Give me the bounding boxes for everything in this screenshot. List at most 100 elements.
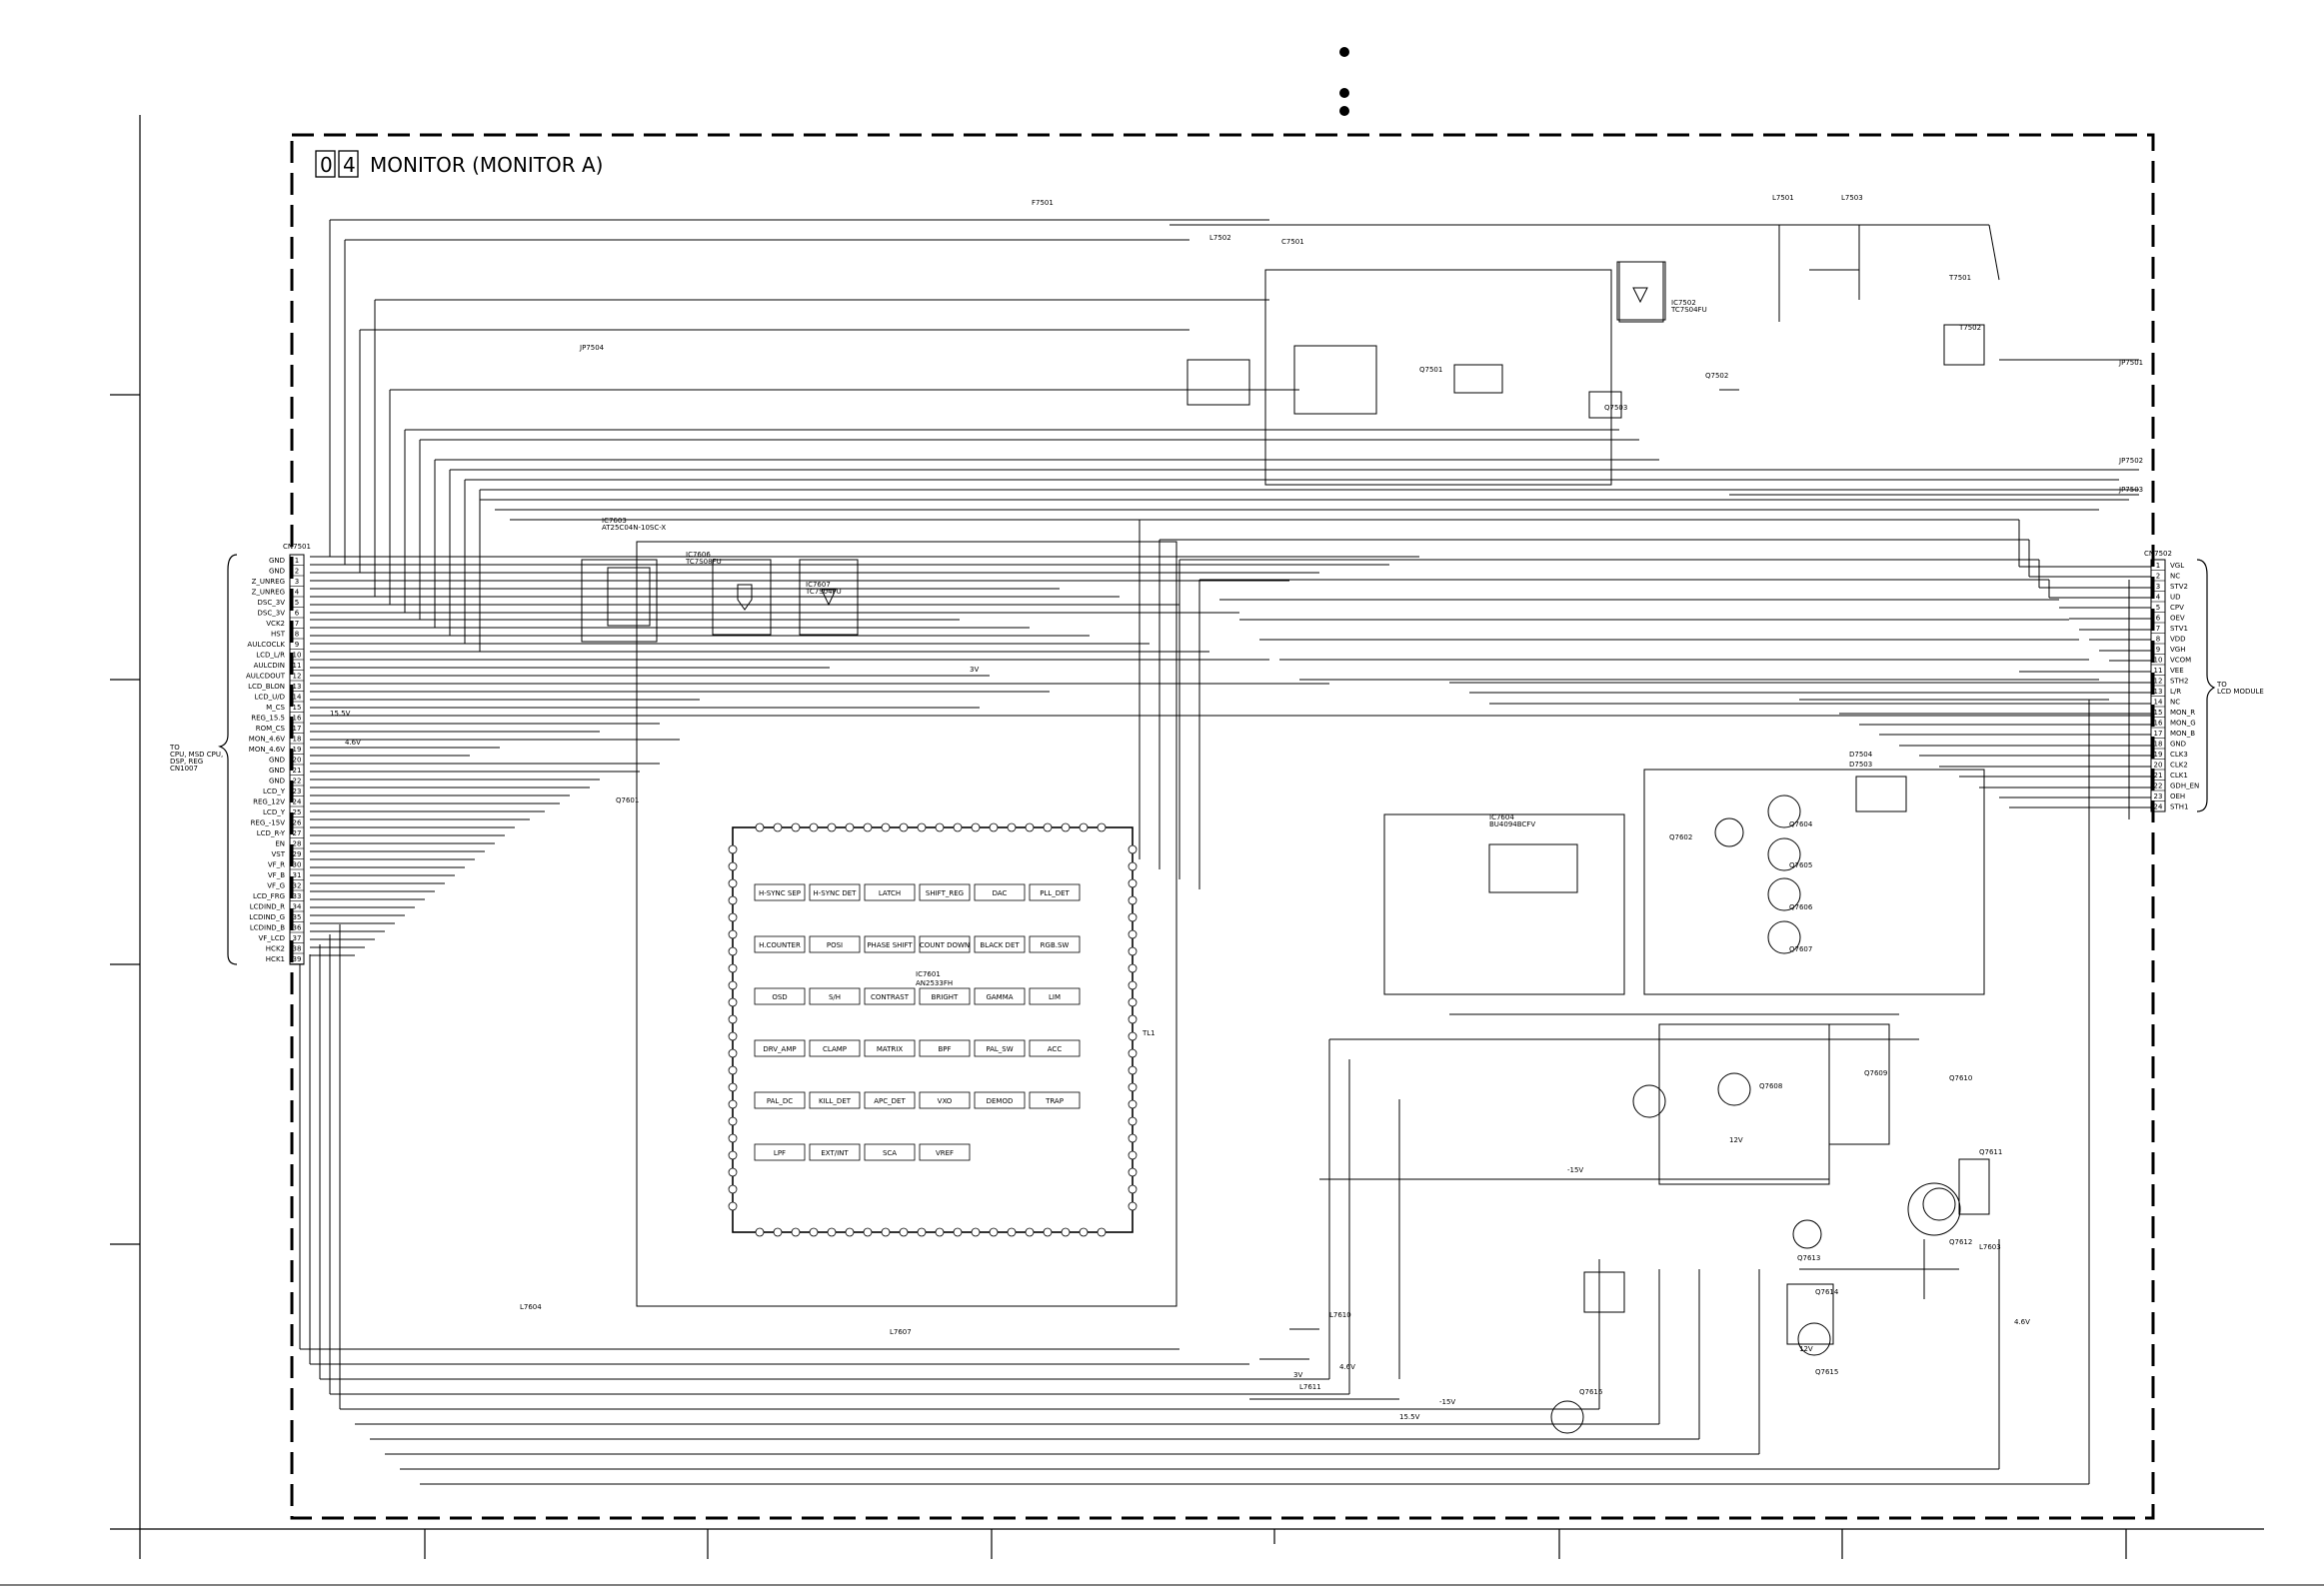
- board-outline: [290, 133, 2155, 1520]
- ic-block: DRV_AMP: [754, 1039, 806, 1057]
- right-destination-2: LCD MODULE: [2217, 688, 2264, 696]
- ic-block: H-SYNC SEP: [754, 883, 806, 901]
- pin-label: STH1: [2170, 803, 2188, 811]
- ic-pin: [1128, 963, 1138, 973]
- pin-number: 3: [295, 578, 299, 586]
- pin-number: 16: [293, 715, 302, 723]
- pin-number: 6: [2156, 615, 2161, 623]
- pin-number: 3: [2156, 583, 2160, 591]
- ic-block-label: CONTRAST: [871, 993, 910, 1001]
- left-connector-pin: 3Z_UNREG: [252, 578, 304, 587]
- pin-number: 36: [293, 924, 302, 932]
- ic-pin: [755, 822, 765, 832]
- pin-label: REG_-15V: [251, 819, 286, 827]
- component-label: L7611: [1299, 1383, 1321, 1391]
- ic-block: SHIFT_REG: [919, 883, 971, 901]
- pin-number: 11: [293, 662, 302, 670]
- pin-number: 14: [2154, 699, 2163, 707]
- ic-pin: [773, 1227, 783, 1237]
- main-ic-ref: IC7601: [916, 970, 941, 978]
- component-label: T7502: [1958, 324, 1981, 332]
- component-label: Q7614: [1815, 1288, 1839, 1296]
- pin-number: 10: [2154, 657, 2163, 665]
- rail-label: 12V: [1729, 1136, 1743, 1144]
- ic-block-label: VREF: [936, 1149, 954, 1157]
- ic-block-label: CLAMP: [823, 1045, 847, 1053]
- component-label: C7501: [1281, 238, 1304, 246]
- component-label: Q7607: [1789, 945, 1812, 953]
- pin-label: GND: [2170, 741, 2186, 749]
- ic-pin: [1043, 1227, 1053, 1237]
- page-dots: [1339, 47, 1349, 116]
- pin-number: 4: [295, 589, 300, 597]
- pin-label: CLK3: [2170, 751, 2188, 759]
- lower-wiring: [299, 700, 2090, 1485]
- rail-label: 15.5V: [1399, 1413, 1420, 1421]
- ic-pin: [989, 1227, 999, 1237]
- component-label: Q7608: [1759, 1082, 1782, 1090]
- pin-label: MON_G: [2170, 720, 2196, 728]
- rail-label: 3V: [1293, 1371, 1302, 1379]
- ic-pin: [845, 1227, 855, 1237]
- pin-number: 13: [2154, 688, 2163, 696]
- ic-pin: [1128, 861, 1138, 871]
- lcd-bus: [1139, 519, 2151, 889]
- ic-pin: [1128, 946, 1138, 956]
- ic-block-label: ACC: [1048, 1045, 1063, 1053]
- ic-block: BLACK DET: [974, 935, 1026, 953]
- pin-number: 17: [293, 725, 302, 733]
- ic-block: COUNT DOWN: [919, 935, 971, 953]
- ic-pin: [809, 1227, 819, 1237]
- pin-number: 15: [2154, 709, 2163, 717]
- pin-number: 6: [295, 610, 300, 618]
- ic-block: VREF: [919, 1143, 971, 1161]
- pin-label: VGH: [2170, 646, 2185, 654]
- ic-block: PHASE SHIFT: [864, 935, 916, 953]
- pin-number: 9: [295, 641, 299, 649]
- ic-block-label: TRAP: [1045, 1097, 1064, 1105]
- pin-label: VF_R: [268, 861, 285, 869]
- ic-block-label: PAL_SW: [986, 1045, 1013, 1053]
- ic-pin: [899, 1227, 909, 1237]
- pin-number: 32: [293, 882, 302, 890]
- rail-label: 3V: [970, 666, 979, 674]
- ic-block-label: PAL_DC: [767, 1097, 793, 1105]
- ic-pin: [1007, 1227, 1017, 1237]
- ic-block: MATRIX: [864, 1039, 916, 1057]
- ic-block: GAMMA: [974, 987, 1026, 1005]
- pin-label: VEE: [2170, 667, 2184, 675]
- pin-number: 13: [293, 683, 302, 691]
- ic-pin: [773, 822, 783, 832]
- pin-label: STH2: [2170, 678, 2188, 686]
- rail-label: 4.6V: [345, 739, 361, 747]
- ic-block: CLAMP: [809, 1039, 861, 1057]
- ic-pin: [1128, 1031, 1138, 1041]
- component-label: Q7610: [1949, 1074, 1972, 1082]
- component-label: JP7503: [2118, 486, 2143, 494]
- ic-pin: [728, 912, 738, 922]
- left-destination-4: CN1007: [170, 765, 198, 773]
- svg-text:TC7S04FU: TC7S04FU: [1670, 306, 1707, 314]
- pin-number: 1: [2156, 562, 2160, 570]
- page-frame: [0, 115, 2324, 1586]
- ic-pin: [863, 822, 873, 832]
- pin-number: 23: [2154, 793, 2163, 800]
- component-label: Q7615: [1815, 1368, 1838, 1376]
- ic-pin: [917, 1227, 927, 1237]
